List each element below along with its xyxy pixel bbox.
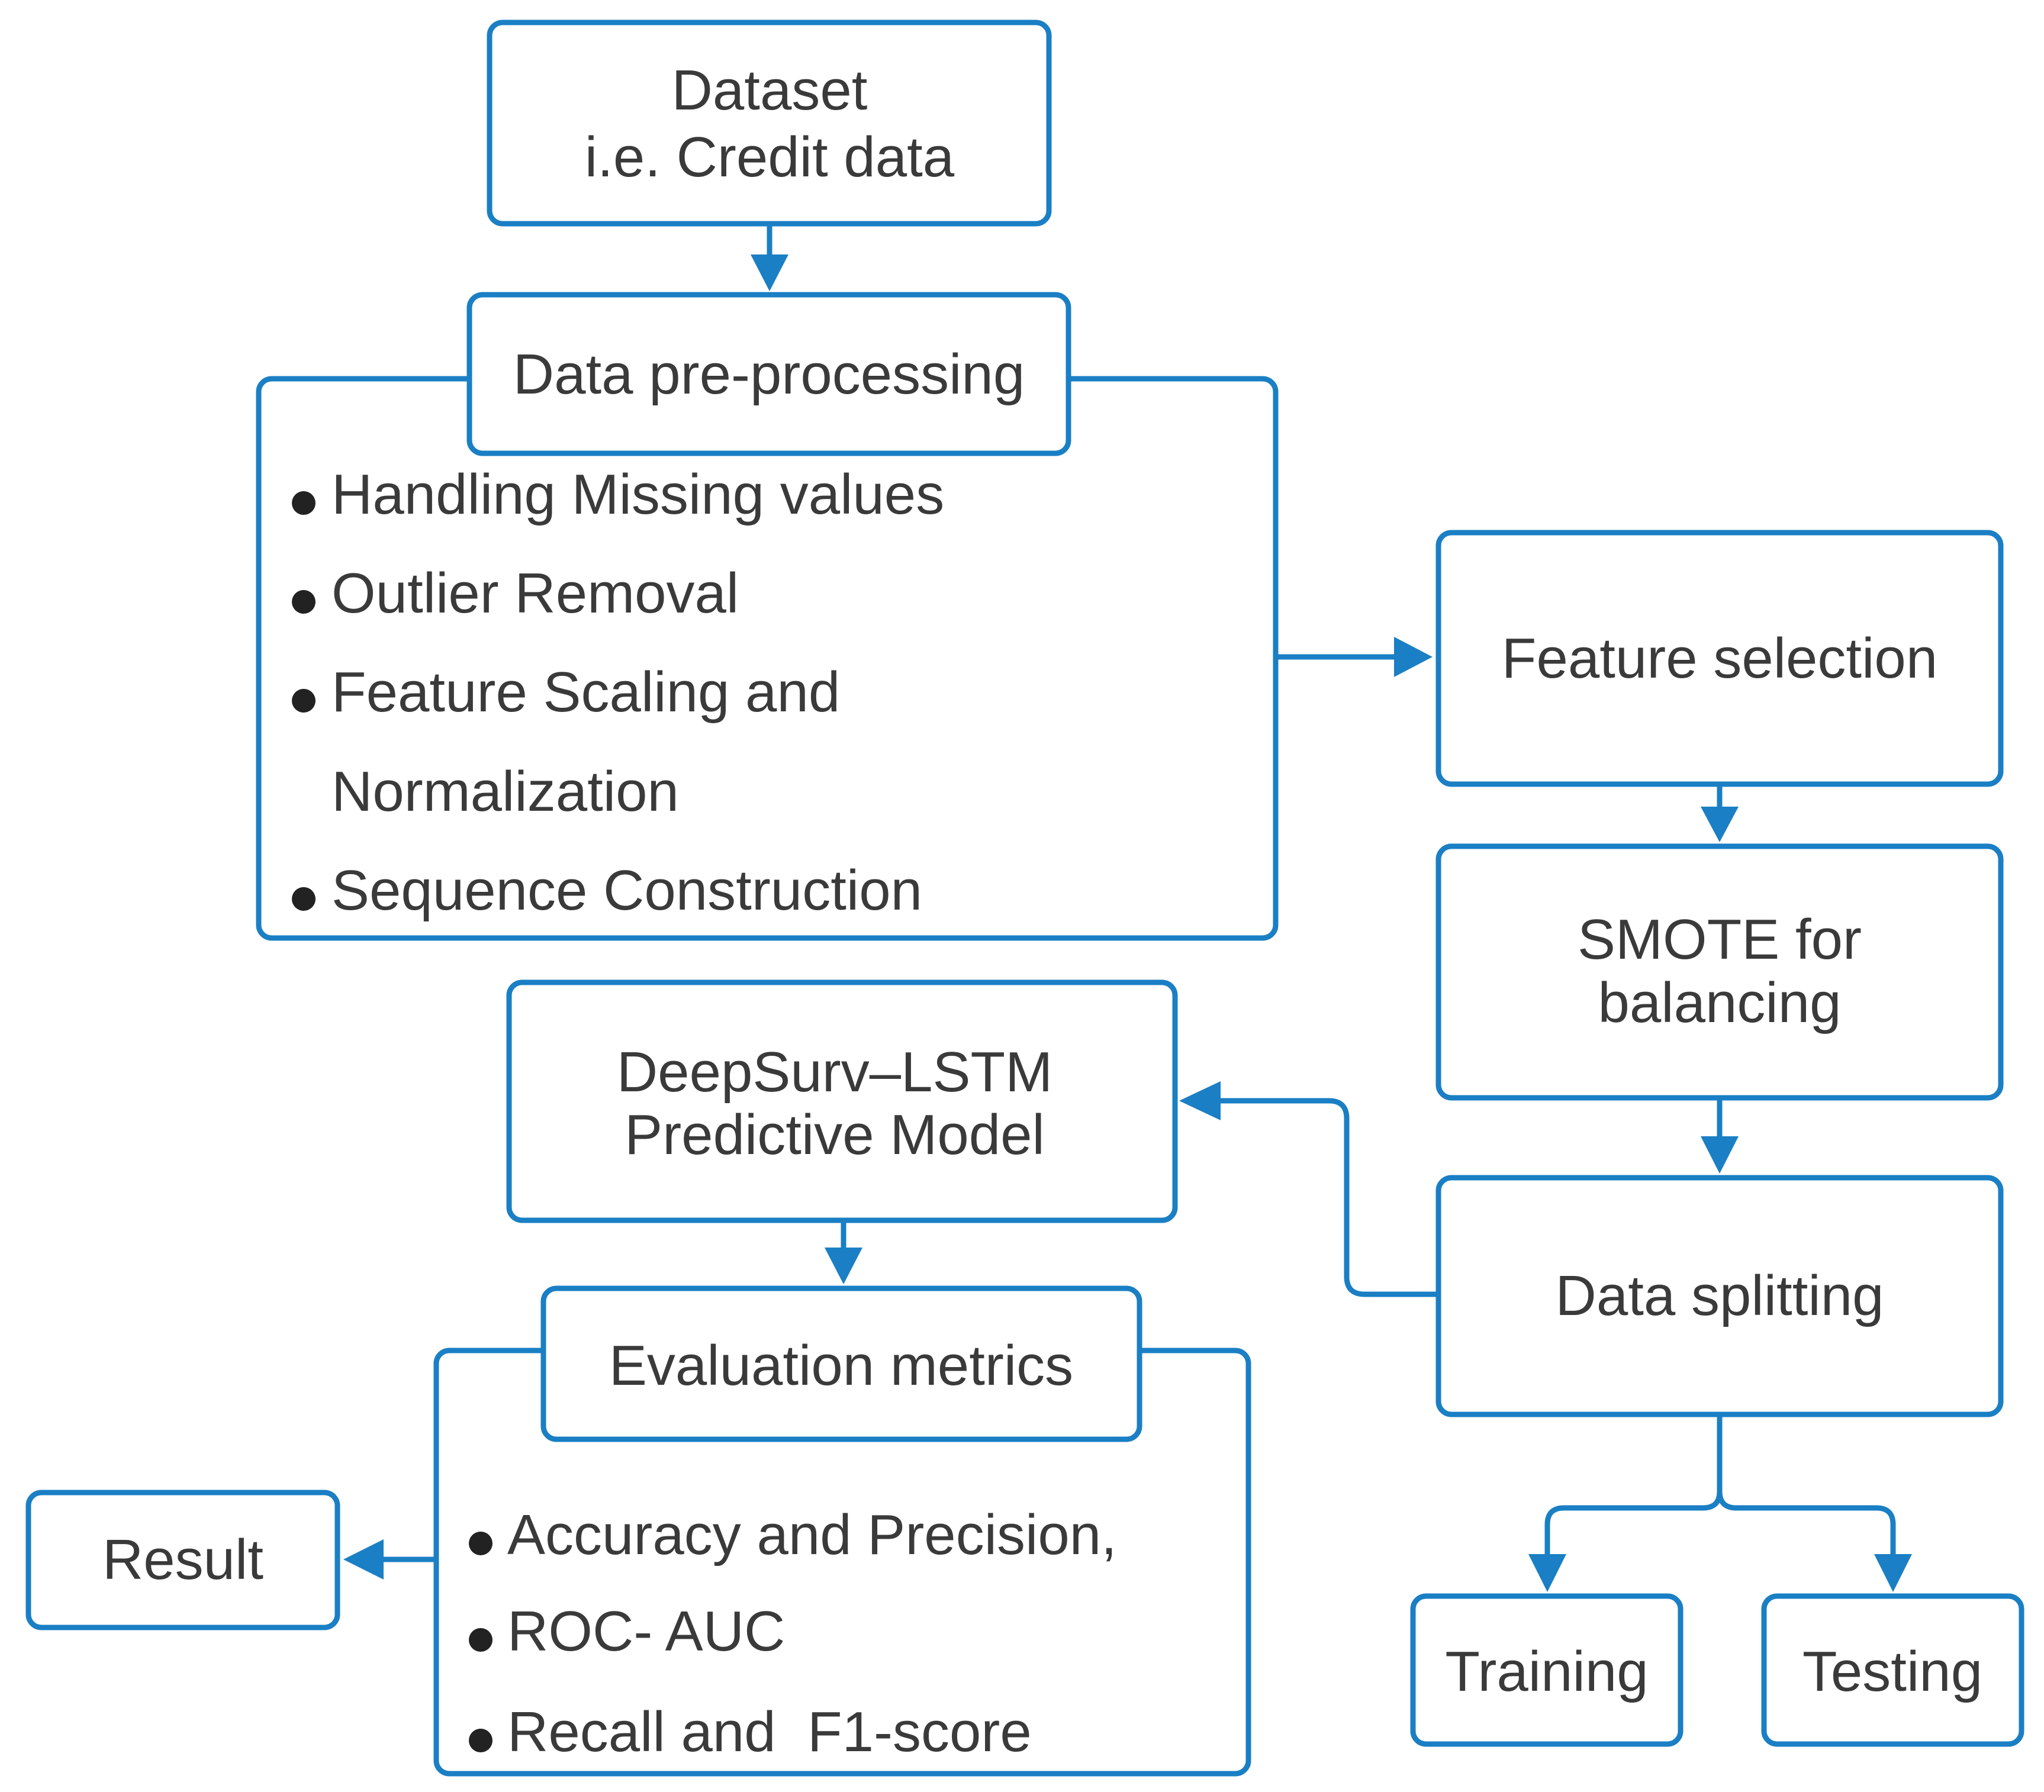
data-splitting-label: Data splitting — [1556, 1264, 1884, 1327]
testing-label: Testing — [1802, 1640, 1982, 1703]
arrowhead — [1701, 1136, 1739, 1174]
arrowhead — [1874, 1554, 1912, 1592]
bullet-icon — [292, 689, 316, 713]
data-splitting-box — [1435, 1175, 2004, 1417]
bullet-icon — [292, 491, 316, 515]
arrowhead — [1394, 637, 1433, 677]
arrowhead — [751, 254, 788, 291]
evaluation-item: Accuracy and Precision, — [507, 1503, 1117, 1567]
preprocessing-title-box — [466, 292, 1071, 456]
arrowhead — [1528, 1554, 1566, 1592]
model-label-line-1: DeepSurv–LSTM — [617, 1040, 1052, 1104]
model-box — [506, 979, 1178, 1223]
bullet-icon — [469, 1532, 493, 1555]
dataset-label-line-1: Dataset — [672, 59, 868, 122]
bullet-icon — [292, 590, 316, 614]
preprocessing-item: Feature Scaling and — [331, 660, 840, 724]
bullet-icon — [292, 887, 316, 911]
feature-selection-box — [1435, 530, 2004, 787]
result-box — [25, 1490, 340, 1630]
preprocessing-item: Normalization — [331, 760, 679, 823]
training-box — [1410, 1593, 1684, 1747]
smote-label-line-1: SMOTE for — [1578, 908, 1862, 971]
evaluation-item: Recall and F1-score — [507, 1700, 1032, 1764]
preprocessing-item: Handling Missing values — [331, 463, 944, 526]
bullet-icon — [469, 1628, 493, 1652]
connector-branch-to-testing — [1717, 1491, 1896, 1556]
bullet-icon — [469, 1729, 493, 1752]
model-label-line-2: Predictive Model — [625, 1103, 1045, 1166]
preprocessing-item: Sequence Construction — [331, 859, 922, 922]
connector-data-splitting-to-model — [1216, 1098, 1438, 1297]
arrowhead — [1701, 807, 1739, 842]
arrowhead — [1179, 1081, 1221, 1120]
smote-box — [1435, 843, 2004, 1101]
training-label: Training — [1445, 1640, 1648, 1703]
preprocessing-item: Outlier Removal — [331, 562, 739, 625]
dataset-box — [487, 20, 1052, 227]
evaluation-title: Evaluation metrics — [609, 1334, 1073, 1397]
arrowhead — [825, 1248, 862, 1284]
connector-branch-to-training — [1544, 1491, 1723, 1556]
arrowhead — [343, 1539, 384, 1580]
evaluation-title-box — [540, 1285, 1142, 1442]
smote-label-line-2: balancing — [1598, 971, 1842, 1034]
testing-box — [1761, 1593, 2024, 1747]
preprocessing-title: Data pre-processing — [513, 343, 1025, 406]
evaluation-item: ROC- AUC — [507, 1600, 785, 1663]
dataset-label-line-2: i.e. Credit data — [585, 125, 955, 189]
result-label: Result — [102, 1528, 263, 1591]
feature-selection-label: Feature selection — [1502, 627, 1937, 690]
